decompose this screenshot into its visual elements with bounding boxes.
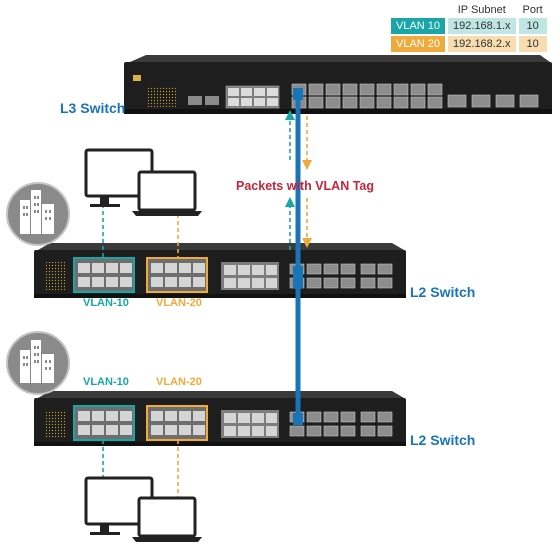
l2-switch-bottom-label: L2 Switch: [410, 432, 476, 448]
subnet-cell: 192.168.2.x: [448, 36, 516, 52]
table-row: VLAN 20 192.168.2.x 10: [391, 36, 547, 52]
building-icon: [6, 331, 70, 395]
vlan20-label-bottom: VLAN-20: [156, 376, 202, 388]
vlan-name-cell: VLAN 10: [391, 18, 446, 34]
l2-switch-top-icon: [34, 243, 406, 298]
vlan10-port-group-bottom: [73, 405, 135, 441]
port-cell: 10: [518, 18, 547, 34]
vlan10-packet-arrows: [285, 110, 295, 250]
vlan20-packet-arrows: [302, 116, 312, 248]
vlan20-port-group-bottom: [146, 405, 208, 441]
table-header: [391, 4, 445, 16]
table-row: VLAN 10 192.168.1.x 10: [391, 18, 547, 34]
vlan-name-cell: VLAN 20: [391, 36, 446, 52]
vlan10-label-top: VLAN-10: [83, 297, 129, 309]
l3-sfp-ports: [291, 83, 539, 109]
l2-switch-bottom-icon: [34, 391, 406, 446]
table-header: IP Subnet: [457, 4, 506, 16]
laptop-icon: [132, 496, 202, 542]
l3-switch-icon: [124, 55, 552, 114]
vlan20-port-group-top: [146, 257, 208, 293]
table-header-row: IP Subnet Port: [391, 4, 547, 16]
l3-switch-label: L3 Switch: [60, 100, 126, 116]
vlan10-port-group-top: [73, 257, 135, 293]
trunk-link: [293, 88, 303, 425]
subnet-cell: 192.168.1.x: [448, 18, 516, 34]
vlan10-label-bottom: VLAN-10: [83, 376, 129, 388]
l2-switch-top-label: L2 Switch: [410, 284, 476, 300]
vlan-subnet-table: IP Subnet Port VLAN 10 192.168.1.x 10 VL…: [388, 2, 550, 54]
l3-rj45-ports: [228, 88, 278, 106]
table-header: Port: [522, 4, 543, 16]
building-icon: [6, 182, 70, 246]
port-cell: 10: [518, 36, 547, 52]
vlan20-label-top: VLAN-20: [156, 297, 202, 309]
packets-label: Packets with VLAN Tag: [236, 179, 374, 193]
laptop-icon: [132, 170, 202, 216]
